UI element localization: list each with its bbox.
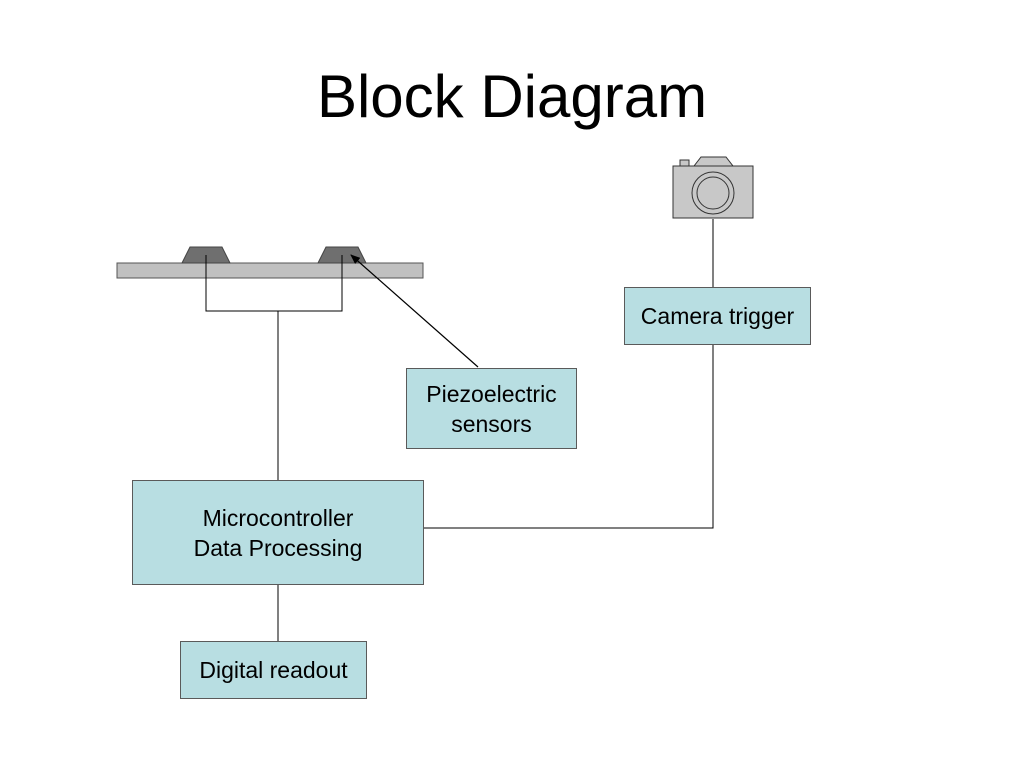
camera-trigger-label: Camera trigger	[640, 303, 795, 329]
camera-trigger-block: Camera trigger	[624, 287, 811, 345]
piezoelectric-sensors-block: Piezoelectric sensors	[406, 368, 577, 449]
micro-label-line1: Microcontroller	[202, 504, 354, 531]
sensor-wire	[205, 255, 343, 312]
digital-readout-label: Digital readout	[199, 657, 348, 683]
piezo-label-line1: Piezoelectric	[426, 380, 557, 407]
microcontroller-block: Microcontroller Data Processing	[132, 480, 424, 585]
camera-icon	[672, 156, 754, 219]
sensor-platform	[116, 262, 424, 279]
digital-readout-block: Digital readout	[180, 641, 367, 699]
micro-label-line2: Data Processing	[193, 534, 363, 561]
piezo-label-line2: sensors	[451, 410, 532, 437]
page-title: Block Diagram	[316, 63, 708, 130]
micro-to-trigger-line	[424, 345, 714, 529]
piezo-pointer-arrow	[350, 254, 479, 368]
